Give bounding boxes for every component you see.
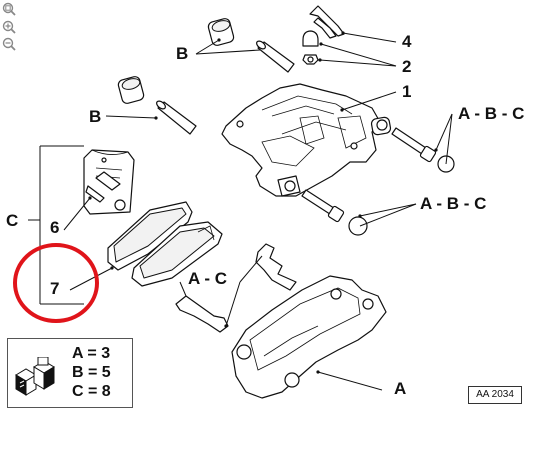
guide-pin-with-bushing-middle xyxy=(117,76,197,135)
callout-abc-top[interactable]: A - B - C xyxy=(458,104,525,123)
mounting-bolt-middle xyxy=(301,189,368,236)
zoom-fit-icon[interactable] xyxy=(2,2,16,16)
highlight-circle xyxy=(13,243,99,323)
callout-4[interactable]: 4 xyxy=(402,32,412,51)
zoom-in-icon[interactable] xyxy=(2,20,16,34)
spring-clip-part-4 xyxy=(309,5,345,39)
callout-1[interactable]: 1 xyxy=(402,82,412,101)
hardware-kit-bag-part-6 xyxy=(83,149,135,215)
callout-b-middle[interactable]: B xyxy=(89,107,102,126)
parts-kit-icon xyxy=(15,357,55,396)
callout-b-top[interactable]: B xyxy=(176,44,189,63)
zoom-toolbar xyxy=(0,0,18,52)
pad-retaining-springs xyxy=(175,243,297,333)
callout-7[interactable]: 7 xyxy=(50,279,60,298)
mounting-bolt-top xyxy=(391,127,455,173)
bleed-screw-part-2 xyxy=(302,30,323,65)
callout-a-c[interactable]: A - C xyxy=(188,269,228,288)
zoom-out-icon[interactable] xyxy=(2,37,16,51)
callout-c[interactable]: C xyxy=(6,211,19,230)
legend-c: C = 8 xyxy=(72,383,111,400)
kit-legend: A = 3 B = 5 C = 8 xyxy=(7,338,133,408)
diagram-reference-code: AA 2034 xyxy=(468,386,522,404)
brake-pads-part-7 xyxy=(107,201,223,287)
callout-abc-middle[interactable]: A - B - C xyxy=(420,194,487,213)
legend-b: B = 5 xyxy=(72,364,111,381)
caliper-body-part-1 xyxy=(221,83,392,197)
guide-pin-with-bushing-top xyxy=(207,18,295,73)
leader-lines xyxy=(28,32,453,391)
caliper-bracket-part-A xyxy=(231,275,387,399)
legend-a: A = 3 xyxy=(72,345,111,362)
callout-a[interactable]: A xyxy=(394,379,407,398)
callout-2[interactable]: 2 xyxy=(402,57,412,76)
callout-6[interactable]: 6 xyxy=(50,218,60,237)
